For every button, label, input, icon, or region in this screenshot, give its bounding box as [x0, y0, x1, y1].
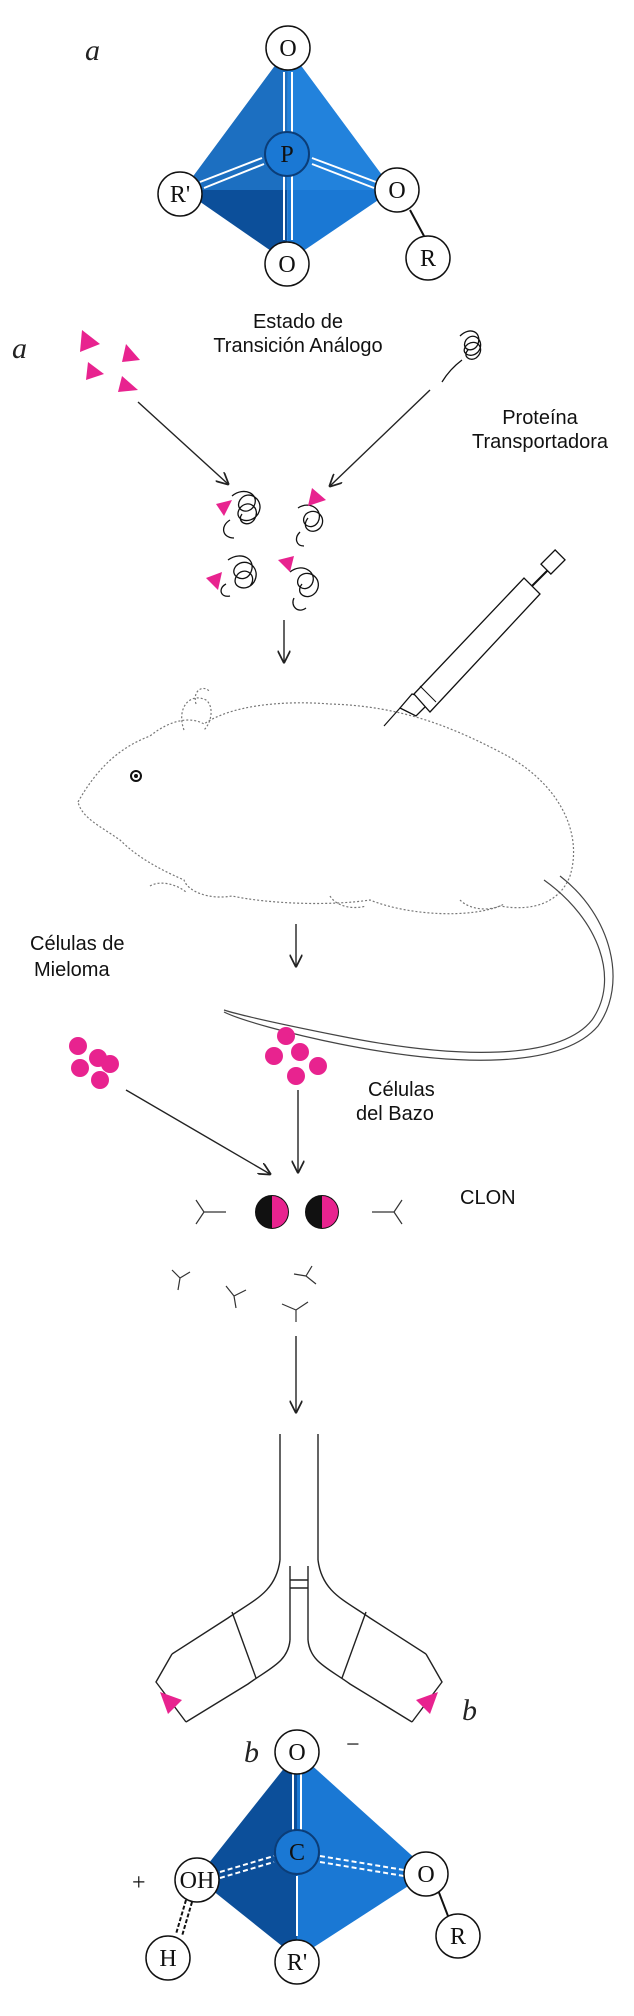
- myeloma-cell: [91, 1071, 109, 1089]
- antibody-bound-hapten-left: [160, 1692, 182, 1714]
- arrow-protein-to-conjugate: [330, 389, 431, 486]
- antibody-letter: b: [462, 1694, 477, 1727]
- syringe-icon: [383, 549, 566, 727]
- atom-b-top-label: O: [288, 1740, 305, 1766]
- hybridoma-cell-icon: [255, 1195, 289, 1229]
- conjugate-protein: [223, 490, 261, 539]
- panel-b-tetrahedral-intermediate: O − b C OH + O R' H R: [132, 1729, 481, 1985]
- atom-a-bottom-label: O: [278, 252, 295, 278]
- spleen-cell: [309, 1057, 327, 1075]
- spleen-cell: [291, 1043, 309, 1061]
- atom-b-bottom-label: R': [287, 1950, 307, 1976]
- antibody-y-icon: [293, 1265, 317, 1285]
- arrow-analog-to-conjugate: [137, 401, 228, 484]
- conjugate-hapten: [278, 556, 294, 572]
- atom-a-substituent-label: R: [420, 246, 436, 272]
- panel-b-letter: b: [244, 1736, 259, 1769]
- immunization-section: a Estado de Transición Análogo Proteína …: [12, 311, 609, 662]
- atom-a-bottom: [264, 241, 310, 287]
- mouse-injection: [77, 549, 614, 1061]
- atom-a-left-label: R': [170, 182, 190, 208]
- charge-b-top: −: [346, 1732, 360, 1758]
- analog-triangle: [80, 330, 100, 352]
- conjugate-hapten: [206, 572, 222, 590]
- atom-a-right-label: O: [388, 178, 405, 204]
- spleen-label-line1: Células: [368, 1079, 435, 1101]
- atom-b-left-label: OH: [180, 1868, 215, 1894]
- atom-a-substituent: [405, 235, 451, 281]
- analog-triangles: [80, 330, 140, 392]
- myeloma-cell: [71, 1059, 89, 1077]
- antibody-bound-hapten-right: [416, 1692, 438, 1714]
- myeloma-label-line1: Células de: [30, 933, 125, 955]
- protein-conjugates: [206, 488, 326, 611]
- conjugate-hapten: [216, 500, 232, 516]
- tetra-b-bonds: [175, 1774, 449, 1937]
- spleen-label-line2: del Bazo: [356, 1103, 434, 1125]
- panel-a-phosphonate: a O P R' O O R: [85, 25, 451, 287]
- panel-a-letter: a: [85, 34, 100, 67]
- myeloma-cells: [69, 1037, 119, 1089]
- spleen-cell: [277, 1027, 295, 1045]
- carrier-label-line2: Transportadora: [472, 431, 609, 453]
- mouse-illustration: [77, 687, 614, 1061]
- atom-b-center: [274, 1829, 320, 1875]
- antibody-y-icon: [225, 1285, 247, 1309]
- analog-triangle: [118, 376, 138, 392]
- atom-a-right: [374, 167, 420, 213]
- atom-b-substituent-right-label: R: [450, 1924, 466, 1950]
- immunization-letter: a: [12, 332, 27, 365]
- mouse-pupil: [134, 774, 138, 778]
- antibody-y-icon: [372, 1199, 403, 1225]
- carrier-label-line1: Proteína: [502, 407, 578, 429]
- antibody-y-icon: [171, 1269, 191, 1291]
- analog-label-line2: Transición Análogo: [213, 335, 382, 357]
- atom-b-substituent-left: [145, 1935, 191, 1981]
- tetra-b-face-right: [297, 1752, 430, 1958]
- analog-triangle: [122, 344, 140, 362]
- tetra-a-bonds: [199, 72, 425, 240]
- conjugate-hapten: [308, 488, 326, 506]
- conjugate-protein: [289, 567, 319, 611]
- atom-b-top: [274, 1729, 320, 1775]
- secreted-antibodies: [171, 1199, 403, 1322]
- spleen-cell: [265, 1047, 283, 1065]
- atom-a-top-label: O: [279, 36, 296, 62]
- charge-b-left: +: [132, 1870, 146, 1896]
- antibody-y-icon: [195, 1199, 226, 1225]
- tetra-a-face-top: [183, 48, 393, 190]
- carrier-protein-scribble: [441, 330, 482, 383]
- spleen-cells: [265, 1027, 327, 1085]
- atom-a-top: [265, 25, 311, 71]
- atom-b-left: [174, 1857, 220, 1903]
- spleen-cell: [287, 1067, 305, 1085]
- atom-b-substituent-left-label: H: [159, 1946, 176, 1972]
- atom-a-center: [264, 131, 310, 177]
- antibody-y-icon: [281, 1301, 309, 1322]
- arrow-myeloma-to-clone: [125, 1089, 270, 1174]
- atom-b-substituent-right: [435, 1913, 481, 1959]
- atom-a-center-label: P: [280, 142, 293, 168]
- atom-b-right-label: O: [417, 1862, 434, 1888]
- myeloma-cell: [69, 1037, 87, 1055]
- atom-a-left: [157, 171, 203, 217]
- atom-b-right: [403, 1851, 449, 1897]
- cell-fusion-section: Células de Mieloma Células del Bazo CLON: [30, 933, 516, 1412]
- tetra-b-face-left: [197, 1752, 297, 1958]
- atom-b-center-label: C: [289, 1840, 305, 1866]
- hybridoma-cell-icon: [305, 1195, 339, 1229]
- analog-triangle: [86, 362, 104, 380]
- analog-label-line1: Estado de: [253, 311, 343, 333]
- conjugate-protein: [220, 555, 257, 597]
- myeloma-cell: [101, 1055, 119, 1073]
- clone-label: CLON: [460, 1187, 516, 1209]
- conjugate-protein: [295, 504, 324, 547]
- antibody-outline: [155, 1434, 443, 1723]
- monoclonal-antibody: b: [155, 1434, 477, 1727]
- atom-b-bottom: [274, 1939, 320, 1985]
- myeloma-label-line2: Mieloma: [34, 959, 110, 981]
